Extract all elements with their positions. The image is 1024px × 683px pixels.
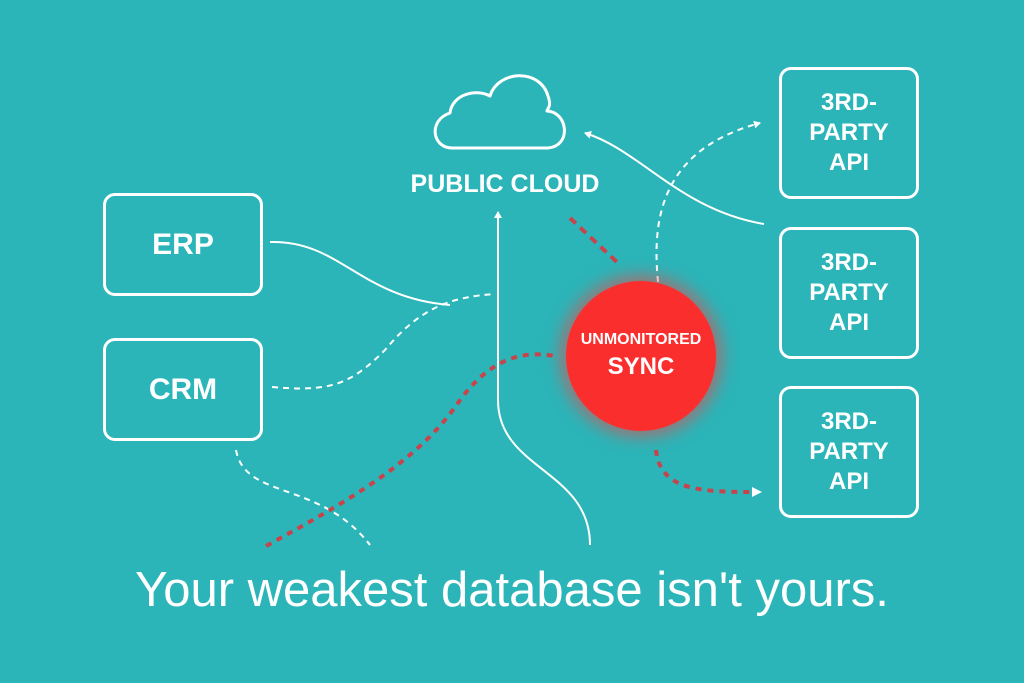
api-label-line3: API [828, 149, 869, 176]
erp-label: ERP [152, 227, 214, 261]
api-label-line2: PARTY [809, 279, 889, 306]
sync-label-line1: UNMONITORED [580, 331, 702, 348]
crm-label: CRM [148, 372, 218, 406]
api-label-line2: PARTY [809, 438, 889, 465]
sync-to-api-connector [655, 120, 761, 283]
third-party-api-node: 3RD- PARTY API [779, 67, 919, 199]
api-label-line3: API [828, 468, 869, 495]
third-party-api-node: 3RD- PARTY API [779, 386, 919, 518]
cloud-uplink [494, 211, 591, 546]
arrow-head-icon [752, 487, 762, 497]
api-to-cloud-connector [584, 130, 765, 225]
cloud-icon [433, 74, 566, 150]
crm-connector [271, 293, 496, 390]
erp-node: ERP [103, 193, 263, 296]
unmonitored-sync-node: UNMONITORED SYNC [566, 281, 716, 431]
erp-connector [269, 240, 451, 306]
tagline: Your weakest database isn't yours. [135, 563, 889, 617]
sync-label-line2: SYNC [607, 353, 675, 380]
api-label-line3: API [828, 309, 869, 336]
unmonitored-flow-right [654, 449, 753, 494]
public-cloud-label: PUBLIC CLOUD [410, 170, 600, 198]
unmonitored-flow-top [568, 216, 622, 267]
crm-node: CRM [103, 338, 263, 441]
crm-down-connector [235, 449, 371, 546]
unmonitored-flow-left [265, 352, 556, 548]
api-label-line1: 3RD- [820, 89, 877, 116]
api-label-line2: PARTY [809, 119, 889, 146]
api-label-line1: 3RD- [820, 249, 877, 276]
third-party-api-node: 3RD- PARTY API [779, 227, 919, 359]
api-label-line1: 3RD- [820, 408, 877, 435]
